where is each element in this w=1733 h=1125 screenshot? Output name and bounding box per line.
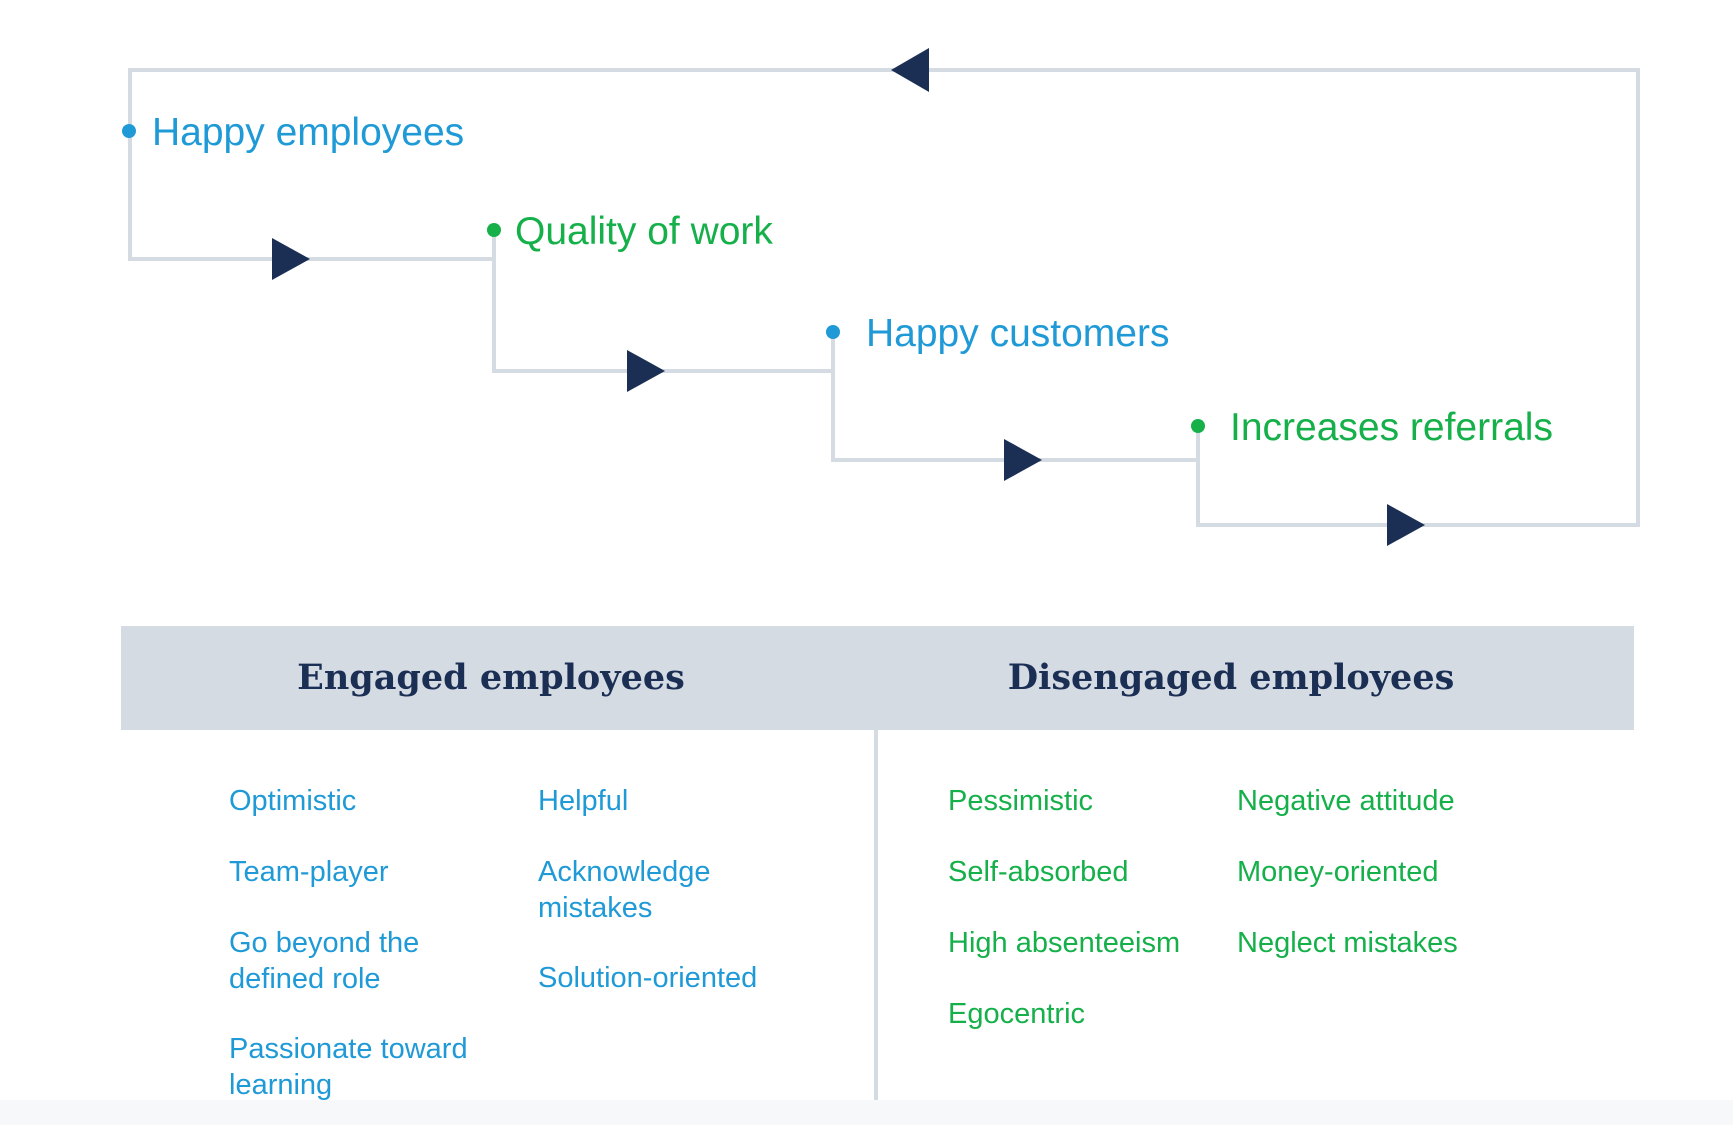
trait-item: High absenteeism (948, 927, 1181, 959)
cycle-flow-diagram (128, 48, 1640, 546)
trait-item: Acknowledge mistakes (538, 856, 711, 924)
trait-item: Helpful (538, 785, 629, 817)
trait-item: Team-player (229, 856, 389, 888)
arrow-right-icon (1004, 439, 1042, 481)
arrow-left-icon (891, 48, 929, 92)
stage-quality-of-work: Quality of work (515, 210, 773, 253)
connector-line-employees-to-quality (128, 70, 496, 261)
arrow-right-icon (272, 238, 310, 280)
arrow-right-icon (627, 350, 665, 392)
arrow-right-icon (1387, 504, 1425, 546)
trait-item: Passionate toward learning (229, 1033, 468, 1101)
trait-item: Go beyond the defined role (229, 927, 420, 995)
connector-line-referrals-return-loop (128, 68, 1640, 527)
trait-item: Self-absorbed (948, 856, 1129, 888)
stage-dot-icon (122, 124, 136, 138)
engaged-column-title: Engaged employees (297, 657, 685, 698)
column-divider (874, 730, 878, 1102)
stage-dot-icon (487, 223, 501, 237)
trait-item: Egocentric (948, 998, 1086, 1030)
disengaged-column-title: Disengaged employees (1007, 657, 1455, 698)
trait-item: Pessimistic (948, 785, 1094, 817)
trait-item: Neglect mistakes (1237, 927, 1458, 959)
stage-dot-icon (826, 325, 840, 339)
stage-happy-customers: Happy customers (866, 312, 1170, 355)
trait-item: Solution-oriented (538, 962, 758, 994)
trait-item: Negative attitude (1237, 785, 1455, 817)
comparison-table-header: Engaged employees Disengaged employees (121, 626, 1634, 730)
stage-dot-icon (1191, 419, 1205, 433)
page-bottom-edge (0, 1100, 1733, 1125)
stage-increases-referrals: Increases referrals (1230, 406, 1553, 449)
stage-happy-employees: Happy employees (152, 111, 465, 154)
trait-item: Optimistic (229, 785, 357, 817)
trait-item: Money-oriented (1237, 856, 1439, 888)
